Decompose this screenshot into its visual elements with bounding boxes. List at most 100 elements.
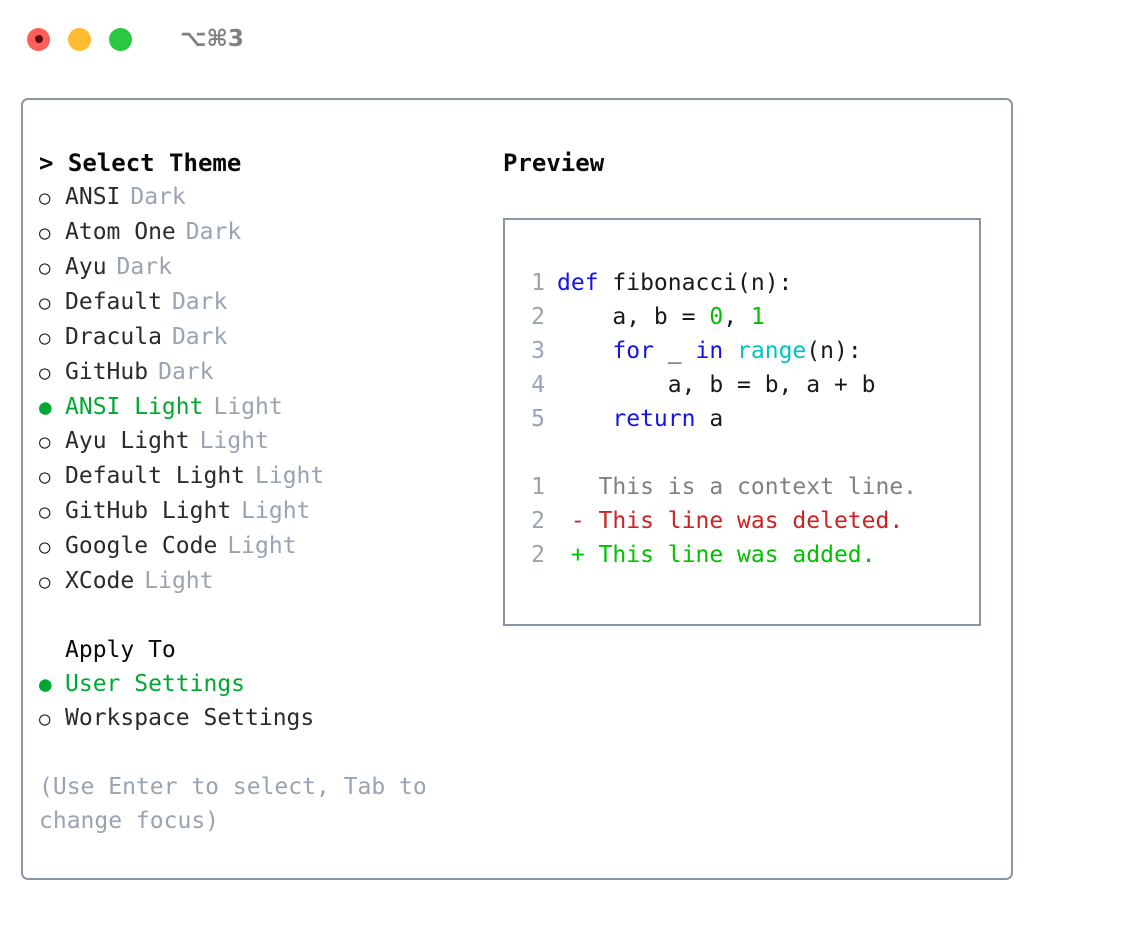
apply-to-heading-label: Apply To (65, 637, 176, 663)
theme-option-google-code[interactable]: ○ Google Code Light (39, 529, 493, 564)
theme-option-tag: Dark (185, 219, 242, 245)
window-titlebar: ⌥⌘3 (0, 0, 1140, 78)
theme-option-label: GitHub Light (65, 498, 232, 524)
preview-heading: Preview (503, 149, 605, 177)
theme-option-label: Google Code (65, 533, 218, 559)
diff-line: 1 This is a context line. (519, 470, 979, 504)
diff-sample: 1 This is a context line. 2 - This line w… (519, 470, 979, 572)
radio-unselected-icon: ○ (39, 222, 51, 244)
maximize-button[interactable] (109, 27, 132, 51)
token-del: - This line was deleted. (557, 508, 904, 534)
radio-selected-icon: ● (39, 672, 52, 696)
apply-to-option-label: User Settings (65, 671, 246, 697)
token-plain: _ (653, 338, 696, 364)
theme-option-atom-one[interactable]: ○ Atom One Dark (39, 215, 493, 250)
theme-option-ayu[interactable]: ○ Ayu Dark (39, 250, 493, 285)
close-button[interactable] (27, 27, 50, 51)
radio-unselected-icon: ○ (39, 571, 51, 593)
radio-unselected-icon: ○ (39, 362, 51, 384)
theme-option-label: Default Light (65, 463, 246, 489)
radio-selected-icon: ● (39, 395, 52, 419)
theme-option-ayu-light[interactable]: ○ Ayu Light Light (39, 424, 493, 459)
token-plain: fibonacci(n): (598, 270, 793, 296)
line-number: 1 (531, 474, 545, 500)
theme-option-tag: Light (144, 568, 214, 594)
code-content: - This line was deleted. (557, 504, 903, 538)
theme-option-tag: Light (227, 533, 297, 559)
theme-option-label: Ayu Light (65, 428, 190, 454)
theme-option-dracula[interactable]: ○ Dracula Dark (39, 320, 493, 355)
theme-option-tag: Dark (171, 324, 228, 350)
token-kw: def (557, 270, 599, 296)
theme-option-tag: Light (255, 463, 325, 489)
token-kw: return (612, 406, 696, 432)
apply-to-option-user-settings[interactable]: ● User Settings (39, 667, 493, 701)
token-ctx: This is a context line. (557, 474, 918, 500)
line-number: 2 (531, 304, 545, 330)
token-num: 1 (750, 304, 765, 330)
token-kw: in (695, 338, 724, 364)
theme-option-label: Ayu (65, 254, 107, 280)
code-line: 3 for _ in range(n): (519, 334, 979, 368)
token-fn: range (737, 338, 807, 364)
select-theme-heading: > Select Theme (39, 149, 242, 177)
theme-option-label: Atom One (65, 219, 176, 245)
token-plain: a, b = (557, 304, 710, 330)
theme-option-label: XCode (65, 568, 135, 594)
theme-option-tag: Dark (171, 289, 228, 315)
theme-option-tag: Dark (130, 184, 186, 210)
radio-unselected-icon: ○ (39, 257, 51, 279)
theme-option-xcode[interactable]: ○ XCode Light (39, 564, 493, 599)
code-content: return a (557, 402, 723, 436)
line-number: 2 (531, 542, 545, 568)
theme-option-tag: Light (199, 428, 269, 454)
code-content: + This line was added. (557, 538, 876, 572)
line-number: 5 (531, 406, 545, 432)
diff-line: 2 + This line was added. (519, 538, 979, 572)
code-line: 5 return a (519, 402, 979, 436)
code-line: 4 a, b = b, a + b (519, 368, 979, 402)
theme-option-tag: Dark (116, 254, 172, 280)
token-num: 0 (709, 304, 724, 330)
line-number: 1 (531, 270, 545, 296)
radio-unselected-icon: ○ (39, 187, 51, 209)
radio-unselected-icon: ○ (39, 708, 51, 730)
code-content: a, b = 0, 1 (557, 300, 765, 334)
code-content: This is a context line. (557, 470, 918, 504)
code-content: def fibonacci(n): (557, 266, 792, 300)
radio-unselected-icon: ○ (39, 536, 51, 558)
code-line: 2 a, b = 0, 1 (519, 300, 979, 334)
line-number: 4 (531, 372, 545, 398)
list-spacer (39, 599, 493, 633)
radio-unselected-icon: ○ (39, 292, 51, 314)
theme-option-tag: Dark (158, 359, 214, 385)
token-plain: (n): (806, 338, 862, 364)
minimize-button[interactable] (68, 27, 91, 51)
theme-option-github[interactable]: ○ GitHub Dark (39, 355, 493, 390)
token-plain: a (695, 406, 724, 432)
theme-option-tag: Light (241, 498, 311, 524)
radio-unselected-icon: ○ (39, 327, 51, 349)
theme-option-label: Dracula (65, 324, 162, 350)
token-plain: , (723, 304, 751, 330)
radio-unselected-icon: ○ (39, 431, 51, 453)
keyboard-shortcut-label: ⌥⌘3 (180, 26, 244, 52)
theme-option-label: GitHub (65, 359, 149, 385)
apply-to-heading: ○ Apply To (39, 633, 493, 667)
apply-to-option-workspace-settings[interactable]: ○ Workspace Settings (39, 701, 493, 736)
theme-option-tag: Light (213, 394, 283, 420)
apply-to-option-label: Workspace Settings (65, 705, 315, 731)
code-content: a, b = b, a + b (557, 368, 876, 402)
